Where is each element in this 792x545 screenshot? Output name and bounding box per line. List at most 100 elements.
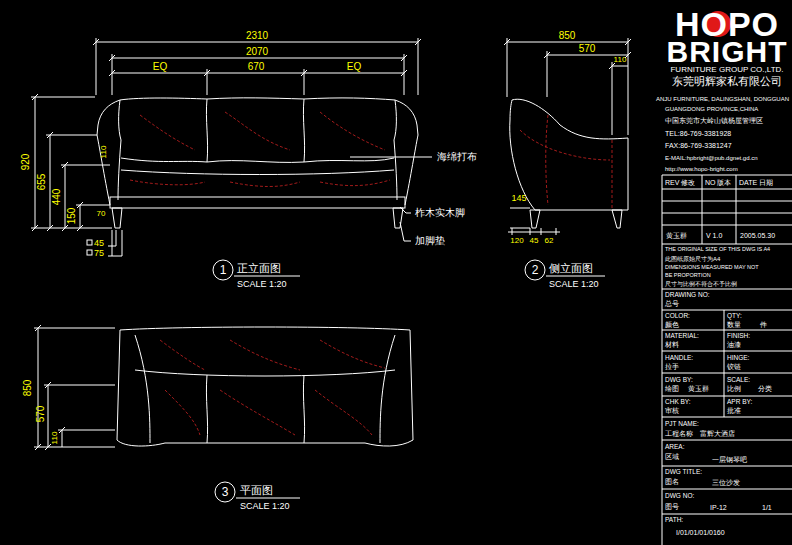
title-block-text: E-MAIL:hpbright@pub.dgnet.gd.cn — [665, 155, 757, 161]
view-number-circle: 1 — [212, 259, 234, 281]
title-block-text: 铰链 — [727, 364, 741, 371]
title-block-text: PATH: — [665, 517, 683, 524]
note-label: 海绵打布 — [437, 152, 477, 162]
title-block-text: 油漆 — [727, 342, 741, 349]
dimension-text: 120 — [510, 237, 523, 245]
title-block-text: THE ORIGINAL SIZE OF THIS DWG IS A4 — [665, 247, 770, 253]
title-block-text: 富辉大酒店 — [700, 431, 735, 438]
title-block-text: 一层钢琴吧 — [712, 456, 747, 463]
title-block-text: APR BY: — [727, 399, 752, 406]
logo-text: 东莞明辉家私有限公司 — [672, 76, 782, 87]
title-block-text: 三位沙发 — [712, 479, 740, 486]
dimension-text: 570 — [36, 406, 46, 423]
dimension-text: 110 — [100, 146, 108, 159]
dimension-text: 150 — [67, 208, 77, 225]
dimension-text: 62 — [545, 237, 554, 245]
title-block-text: MATERIAL: — [665, 333, 699, 340]
view-title: SCALE 1:20 — [240, 502, 290, 511]
title-block-text: REV 修改 — [665, 179, 695, 186]
title-block-text: 批准 — [727, 408, 741, 415]
title-block-text: QTY: — [727, 313, 742, 320]
title-block-text: 2005.05.30 — [740, 232, 775, 239]
title-block-text: 1/1 — [762, 504, 772, 511]
title-block-text: 黄玉群 — [666, 232, 687, 239]
title-block-text: HINGE: — [727, 355, 749, 362]
title-block-text: I/01/01/01/0160 — [676, 529, 725, 536]
title-block-text: SCALE: — [727, 377, 750, 384]
title-block-text: NO 版本 — [705, 179, 731, 186]
title-block-text: 比例 — [727, 386, 741, 393]
title-block-text: 件 — [760, 322, 767, 329]
title-block-text: FINISH: — [727, 333, 750, 340]
dimension-text: EQ — [347, 62, 361, 72]
dimension-text: 570 — [579, 44, 596, 54]
logo-text: BRIGHT — [667, 37, 788, 67]
dimension-text: 920 — [21, 154, 31, 171]
view-number: 2 — [524, 259, 546, 281]
view-title: SCALE 1:20 — [237, 280, 287, 289]
note-label: 柞木实木脚 — [415, 208, 465, 218]
title-block-text: AREA: — [665, 444, 685, 451]
dimension-text: 655 — [37, 174, 47, 191]
dimension-text: EQ — [153, 62, 167, 72]
title-block-text: 材料 — [665, 342, 679, 349]
title-block-text: FAX:86-769-3381247 — [665, 142, 732, 149]
title-block-text: DWG BY: — [665, 377, 693, 384]
title-block-text: http://www.hopo-bright.com — [665, 166, 738, 172]
view-title: 正立面图 — [237, 263, 281, 274]
title-block-text: 数量 — [727, 322, 741, 329]
title-block-text: ANJU FURNITURE, DALINGSHAN, DONGGUAN — [656, 96, 789, 102]
title-block-text: IP-12 — [710, 504, 727, 511]
view-number-circle: 3 — [214, 481, 236, 503]
title-block-text: DWG TITLE: — [665, 469, 702, 476]
title-block-text: CHK BY: — [665, 399, 691, 406]
title-block-text: PJT NAME: — [665, 421, 699, 428]
logo-text: HOPO — [675, 7, 779, 41]
title-block-text: 工程名称 — [665, 431, 693, 438]
title-block-text: COLOR: — [665, 313, 690, 320]
title-block-text: 尺寸与比例不符合不予比例 — [665, 281, 737, 287]
title-block-text: 颜色 — [665, 322, 679, 329]
title-block-text: 图号 — [665, 504, 679, 511]
view-number-circle: 2 — [524, 259, 546, 281]
dimension-text: 110 — [51, 432, 59, 445]
title-block-text: 黄玉群 — [688, 386, 709, 393]
dimension-text: 45 — [94, 239, 104, 248]
title-block-text: GUANGDONG PROVINCE,CHINA — [665, 106, 758, 112]
dimension-text: 2310 — [246, 31, 268, 41]
view-title: 侧立面图 — [549, 263, 593, 274]
title-block-text: V 1.0 — [706, 232, 722, 239]
title-block-text: 中国东莞市大岭山镇杨屋管理区 — [665, 118, 763, 125]
dimension-text: 440 — [52, 189, 62, 206]
title-block-text: 绘图 — [665, 386, 679, 393]
title-block-text: 总号 — [665, 301, 679, 308]
title-block-text: 此图纸原始尺寸为A4 — [665, 256, 720, 262]
title-block-text: DWG NO: — [665, 493, 694, 500]
dimension-text: 850 — [23, 380, 33, 397]
title-block-text: DIMENSIONS MEASURED MAY NOT — [665, 265, 759, 271]
title-block-text: 分类 — [758, 386, 772, 393]
dimension-text: 70 — [97, 210, 106, 218]
view-title: SCALE 1:20 — [549, 280, 599, 289]
dimension-text: 2070 — [246, 47, 268, 57]
title-block-text: 图名 — [665, 479, 679, 486]
title-block-text: DRAWING NO: — [665, 292, 710, 299]
title-block-text: BE PROPORTION — [665, 273, 711, 279]
title-block-text: 审核 — [665, 408, 679, 415]
dimension-text: 670 — [248, 62, 265, 72]
dimension-text: 45 — [530, 237, 539, 245]
title-block-text: TEL:86-769-3381928 — [665, 130, 731, 137]
dimension-text: 110 — [614, 56, 627, 64]
note-label: 加脚垫 — [415, 236, 445, 246]
view-title: 平面图 — [240, 485, 273, 496]
view-number: 3 — [214, 481, 236, 503]
dimension-text: 75 — [94, 249, 104, 258]
dimension-text: 145 — [511, 194, 526, 203]
title-block-text: 拉手 — [665, 364, 679, 371]
title-block-text: 区域 — [665, 454, 679, 461]
logo-text: FURNITURE GROUP CO.,LTD. — [670, 66, 783, 74]
dimension-text: 850 — [559, 31, 576, 41]
title-block-text: DATE 日期 — [739, 179, 773, 186]
view-number: 1 — [212, 259, 234, 281]
title-block-text: HANDLE: — [665, 355, 693, 362]
